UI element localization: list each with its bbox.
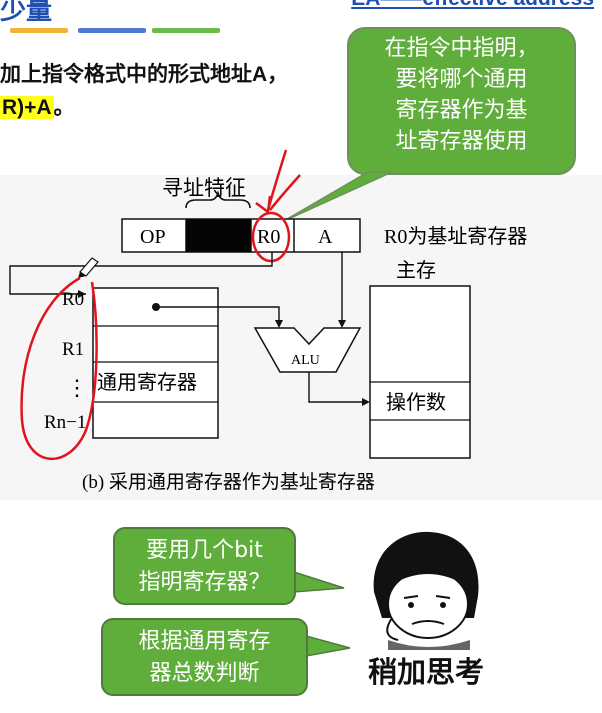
bubble-line: 要用几个bit — [146, 538, 263, 563]
arrowhead — [362, 398, 370, 406]
accent-bar-green — [152, 28, 220, 33]
register-label-r0: R0 — [62, 289, 84, 310]
red-arrow-stroke — [269, 174, 301, 211]
r0-field-label: R0 — [257, 226, 280, 248]
bubble-line: 器总数判断 — [149, 661, 260, 686]
callout-pointer — [281, 171, 393, 223]
body-text-line-2-tail: 。 — [53, 96, 75, 119]
feature-brace — [185, 190, 251, 209]
arrowhead — [275, 320, 283, 328]
bubble-tail — [293, 570, 345, 593]
red-loop-register-labels — [20, 276, 98, 460]
thinking-caption: 稍加思考 — [368, 655, 485, 689]
thinking-face-icon — [373, 531, 479, 650]
feature-label: 寻址特征 — [162, 176, 246, 200]
r0-to-alu-wire — [156, 306, 280, 325]
bubble-tail — [305, 635, 351, 657]
register-label-rn1: Rn−1 — [44, 412, 86, 433]
bubble-line: 根据通用寄存 — [138, 629, 271, 654]
r0-select-wire — [9, 252, 273, 295]
operand-label: 操作数 — [386, 391, 446, 414]
register-label-ellipsis: ⋮ — [66, 375, 88, 400]
bubble-line: 指明寄存器？ — [138, 570, 271, 595]
figure-caption: (b) 采用通用寄存器作为基址寄存器 — [82, 471, 375, 493]
pencil-icon — [78, 257, 99, 278]
callout-line: 寄存器作为基 — [395, 98, 528, 123]
accent-bar-orange — [10, 28, 68, 33]
alu-block — [253, 327, 362, 373]
memory-label: 主存 — [396, 259, 436, 282]
op-field-label: OP — [140, 226, 166, 248]
alu-to-memory-wire — [308, 372, 365, 403]
accent-bar-blue — [78, 28, 146, 33]
callout-instruction-note: 在指令中指明， 要将哪个通用 寄存器作为基 址寄存器使用 — [347, 27, 576, 175]
arrowhead — [338, 320, 346, 328]
body-text-line-2: R)+A。 — [0, 91, 75, 121]
alu-label: ALU — [291, 353, 320, 368]
callout-line: 要将哪个通用 — [395, 67, 528, 92]
base-register-note: R0为基址寄存器 — [384, 225, 527, 248]
a-field-label: A — [318, 226, 333, 248]
mode-field — [186, 219, 251, 252]
arrowhead — [78, 290, 86, 298]
red-circle-r0-field — [251, 211, 291, 263]
register-label-r1: R1 — [62, 339, 84, 360]
page-title-fragment: 少量 — [0, 0, 53, 25]
register-file — [92, 287, 219, 439]
ea-heading-fragment: EA——effective address — [351, 0, 594, 11]
answer-bubble: 根据通用寄存 器总数判断 — [101, 618, 308, 696]
main-memory — [369, 285, 471, 459]
callout-line: 在指令中指明， — [384, 36, 539, 61]
callout-line: 址寄存器使用 — [395, 129, 528, 154]
highlighted-formula: R)+A — [0, 96, 54, 119]
register-file-label: 通用寄存器 — [97, 371, 197, 394]
question-bubble: 要用几个bit 指明寄存器？ — [113, 527, 296, 605]
body-text-line-1: 加上指令格式中的形式地址A， — [0, 63, 289, 86]
red-arrowhead — [255, 195, 272, 215]
